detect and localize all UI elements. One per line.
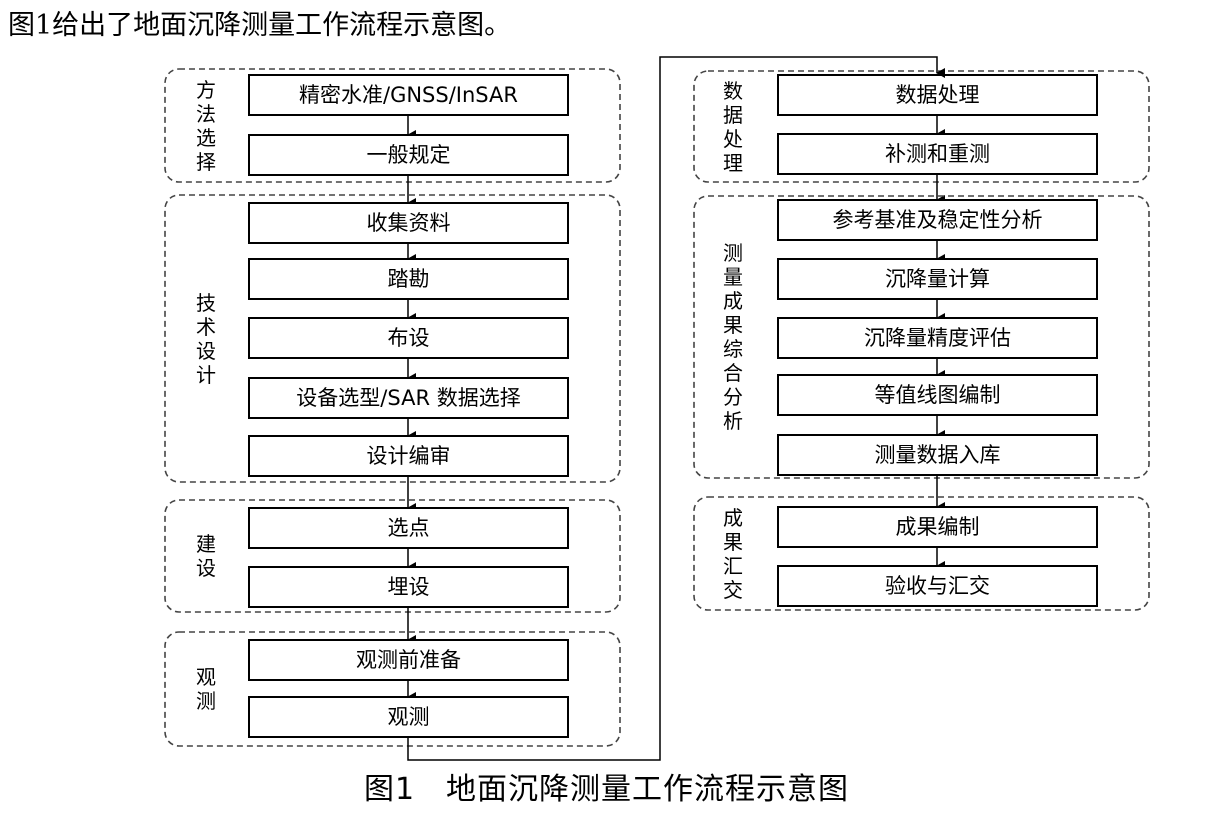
step-box: [777, 317, 1098, 359]
step-box: [777, 74, 1098, 116]
step-label: 成果编制: [895, 515, 980, 539]
column-connector-arrow: [407, 56, 945, 761]
step-box: [248, 639, 569, 681]
step-label: 沉降量精度评估: [864, 326, 1011, 350]
group-border: [164, 631, 621, 747]
group-label: 数据处理: [723, 79, 743, 175]
group-border: [693, 496, 1150, 611]
step-box: [777, 199, 1098, 241]
step-label: 测量数据入库: [874, 443, 1001, 467]
step-box: [777, 258, 1098, 300]
group-border: [164, 68, 621, 183]
group-label: 建设: [196, 532, 216, 580]
step-label: 设计编审: [366, 444, 451, 468]
intro-text: 图1给出了地面沉降测量工作流程示意图。: [8, 10, 512, 41]
step-label: 踏勘: [387, 267, 430, 291]
step-box: [777, 565, 1098, 607]
flowchart: [164, 56, 1150, 761]
step-label: 补测和重测: [885, 142, 990, 166]
step-box: [248, 317, 569, 359]
step-box: [248, 435, 569, 477]
group-border: [693, 195, 1150, 479]
step-label: 参考基准及稳定性分析: [832, 208, 1043, 232]
step-label: 观测: [387, 705, 430, 729]
step-label: 等值线图编制: [874, 383, 1001, 407]
step-label: 埋设: [387, 575, 430, 599]
step-label: 布设: [387, 326, 430, 350]
step-label: 观测前准备: [356, 648, 461, 672]
step-box: [248, 74, 569, 116]
step-label: 验收与汇交: [885, 574, 990, 598]
group-label: 方法选择: [196, 78, 216, 174]
figure-caption: 图1 地面沉降测量工作流程示意图: [363, 772, 850, 807]
step-label: 数据处理: [895, 83, 980, 107]
step-label: 一般规定: [366, 143, 451, 167]
step-label: 选点: [387, 516, 430, 540]
step-box: [248, 696, 569, 738]
step-label: 沉降量计算: [885, 267, 990, 291]
step-label: 精密水准/GNSS/InSAR: [299, 83, 518, 107]
group-label: 测量成果综合分析: [723, 241, 743, 433]
group-label: 成果汇交: [723, 506, 743, 602]
group-border: [693, 70, 1150, 183]
group-label: 观测: [196, 665, 216, 713]
group-label: 技术设计: [196, 291, 216, 387]
step-box: [248, 202, 569, 244]
step-label: 设备选型/SAR 数据选择: [296, 386, 521, 410]
step-label: 收集资料: [366, 211, 451, 235]
step-box: [777, 374, 1098, 416]
group-border: [164, 194, 621, 483]
step-box: [248, 377, 569, 419]
group-border: [164, 499, 621, 613]
step-box: [248, 134, 569, 176]
